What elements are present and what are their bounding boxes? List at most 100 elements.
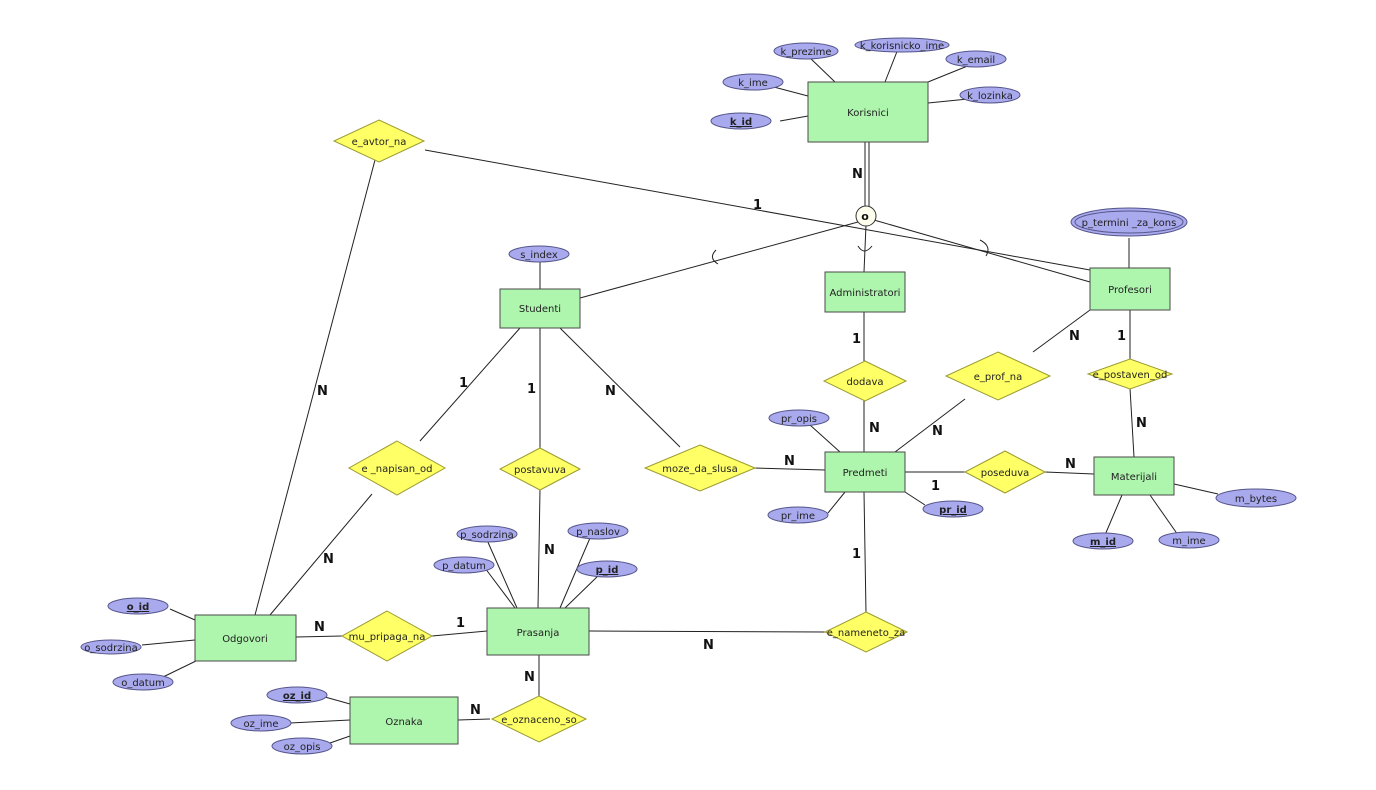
specialization-symbol: o	[861, 210, 869, 223]
relationship-e-prof-na[interactable]: e_prof_na	[944, 351, 1052, 401]
relationship-e-postaven-od-label: e_postaven_od	[1093, 370, 1168, 381]
attribute-p-naslov[interactable]: p_naslov	[567, 522, 629, 540]
cardinality-avtor-odgovori: N	[317, 384, 328, 399]
attribute-s-index-label: s_index	[520, 250, 558, 261]
attribute-o-id[interactable]: o_id	[107, 597, 169, 615]
attribute-m-bytes[interactable]: m_bytes	[1215, 488, 1297, 508]
attribute-m-ime[interactable]: m_ime	[1158, 531, 1220, 549]
attribute-k-email-label: k_email	[957, 55, 995, 66]
attribute-k-lozinka[interactable]: k_lozinka	[959, 86, 1021, 104]
attribute-p-datum-label: p_datum	[442, 561, 486, 572]
relationship-e-avtor-na-label: e_avtor_na	[352, 137, 407, 148]
entity-predmeti-label: Predmeti	[843, 468, 888, 479]
attribute-pr-ime[interactable]: pr_ime	[767, 506, 829, 524]
relationship-e-nameneto-za-label: e_nameneto_za	[827, 628, 905, 639]
attribute-oz-id-label: oz_id	[283, 691, 311, 702]
entity-studenti-label: Studenti	[519, 304, 561, 315]
relationship-e-prof-na-label: e_prof_na	[974, 372, 1023, 383]
entity-materijali[interactable]: Materijali	[1093, 456, 1175, 496]
attribute-p-termini-za-kons-label: p_termini _za_kons	[1082, 218, 1177, 229]
entity-administratori-label: Administratori	[830, 288, 901, 299]
cardinality-prasanja-oznaceno: N	[524, 670, 535, 685]
entity-odgovori[interactable]: Odgovori	[194, 614, 297, 662]
attribute-p-sodrzina-label: p_sodrzina	[460, 530, 514, 541]
attribute-oz-ime-label: oz_ime	[243, 719, 278, 730]
specialization-circle[interactable]: o	[855, 205, 877, 227]
cardinality-odgovori-pripaga: N	[314, 620, 325, 635]
attribute-k-korisnicko-ime[interactable]: k_korisnicko_ime	[854, 37, 950, 53]
cardinality-postavuva-prasanja: N	[544, 543, 555, 558]
cardinality-pripaga-prasanja: 1	[456, 616, 465, 631]
attribute-k-id[interactable]: k_id	[710, 112, 772, 130]
cardinality-admin-dodava: 1	[852, 332, 861, 347]
attribute-k-ime[interactable]: k_ime	[722, 73, 784, 91]
relationship-poseduva[interactable]: poseduva	[963, 450, 1047, 494]
entity-prasanja-label: Prasanja	[517, 628, 560, 639]
attribute-o-datum[interactable]: o_datum	[112, 673, 174, 691]
attribute-pr-id-label: pr_id	[939, 505, 967, 516]
relationship-e-oznaceno-so-label: e_oznaceno_so	[501, 715, 576, 726]
attribute-s-index[interactable]: s_index	[508, 245, 570, 263]
attribute-pr-ime-label: pr_ime	[781, 511, 815, 522]
cardinality-prof-na-predmeti: N	[932, 424, 943, 439]
attribute-o-sodrzina[interactable]: o_sodrzina	[80, 639, 142, 655]
relationship-mu-pripaga-na-label: mu_pripaga_na	[349, 632, 426, 643]
attribute-o-id-label: o_id	[127, 602, 149, 613]
attribute-k-lozinka-label: k_lozinka	[967, 91, 1013, 102]
attribute-oz-id[interactable]: oz_id	[266, 686, 328, 704]
entity-studenti[interactable]: Studenti	[499, 288, 581, 329]
attribute-p-id-label: p_id	[596, 565, 619, 576]
entity-predmeti[interactable]: Predmeti	[824, 451, 906, 493]
attribute-m-id-label: m_id	[1090, 537, 1116, 548]
relationship-e-avtor-na[interactable]: e_avtor_na	[332, 119, 426, 163]
cardinality-predmeti-poseduva: 1	[931, 479, 940, 494]
attribute-m-bytes-label: m_bytes	[1235, 494, 1277, 505]
relationship-e-oznaceno-so[interactable]: e_oznaceno_so	[490, 695, 588, 743]
attribute-p-datum[interactable]: p_datum	[433, 556, 495, 574]
attribute-p-sodrzina[interactable]: p_sodrzina	[456, 525, 518, 543]
relationship-mu-pripaga-na[interactable]: mu_pripaga_na	[340, 610, 434, 662]
attribute-k-prezime[interactable]: k_prezime	[773, 42, 839, 60]
cardinality-profesori-postaven: 1	[1117, 329, 1126, 344]
entity-profesori[interactable]: Profesori	[1089, 267, 1171, 311]
relationship-dodava[interactable]: dodava	[822, 360, 908, 402]
relationship-postavuva-label: postavuva	[514, 465, 566, 476]
attribute-oz-opis[interactable]: oz_opis	[271, 737, 333, 755]
attribute-o-datum-label: o_datum	[121, 678, 165, 689]
cardinality-napisan-odgovori: N	[323, 552, 334, 567]
entity-profesori-label: Profesori	[1108, 285, 1152, 296]
cardinality-avtor-profesori: 1	[753, 198, 762, 213]
entity-korisnici[interactable]: Korisnici	[807, 81, 929, 143]
attribute-pr-opis[interactable]: pr_opis	[768, 409, 830, 427]
attribute-k-ime-label: k_ime	[738, 78, 767, 89]
attribute-p-termini-za-kons[interactable]: p_termini _za_kons	[1070, 207, 1188, 237]
connector-lines	[141, 48, 1219, 744]
relationship-moze-da-slusa[interactable]: moze_da_slusa	[643, 444, 757, 492]
entity-oznaka[interactable]: Oznaka	[349, 696, 459, 745]
cardinality-predmeti-nameneto: 1	[852, 547, 861, 562]
relationship-e-napisan-od[interactable]: e _napisan_od	[347, 440, 447, 496]
cardinality-labels: N 1 N 1 1 N 1 N 1 N N N N N 1 1 N N N 1 …	[314, 167, 1147, 718]
entity-oznaka-label: Oznaka	[385, 717, 422, 728]
cardinality-postaven-materijali: N	[1136, 416, 1147, 431]
cardinality-korisnici-spec: N	[852, 167, 863, 182]
attribute-oz-opis-label: oz_opis	[284, 742, 321, 753]
attribute-k-email[interactable]: k_email	[945, 50, 1007, 68]
cardinality-dodava-predmeti: N	[869, 421, 880, 436]
cardinality-prasanja-nameneto: N	[703, 638, 714, 653]
attribute-oz-ime[interactable]: oz_ime	[230, 714, 292, 732]
relationship-e-nameneto-za[interactable]: e_nameneto_za	[823, 611, 909, 653]
relationship-e-postaven-od[interactable]: e_postaven_od	[1086, 358, 1174, 390]
entity-korisnici-label: Korisnici	[847, 108, 889, 119]
attribute-p-id[interactable]: p_id	[576, 560, 638, 578]
attribute-m-id[interactable]: m_id	[1072, 532, 1134, 550]
cardinality-profesori-prof-na: N	[1069, 329, 1080, 344]
cardinality-poseduva-materijali: N	[1065, 457, 1076, 472]
attribute-pr-id[interactable]: pr_id	[922, 500, 984, 518]
attribute-k-id-label: k_id	[730, 117, 752, 128]
entity-administratori[interactable]: Administratori	[824, 271, 906, 313]
entity-prasanja[interactable]: Prasanja	[486, 607, 590, 656]
relationship-postavuva[interactable]: postavuva	[498, 447, 582, 491]
cardinality-studenti-moze: N	[605, 384, 616, 399]
